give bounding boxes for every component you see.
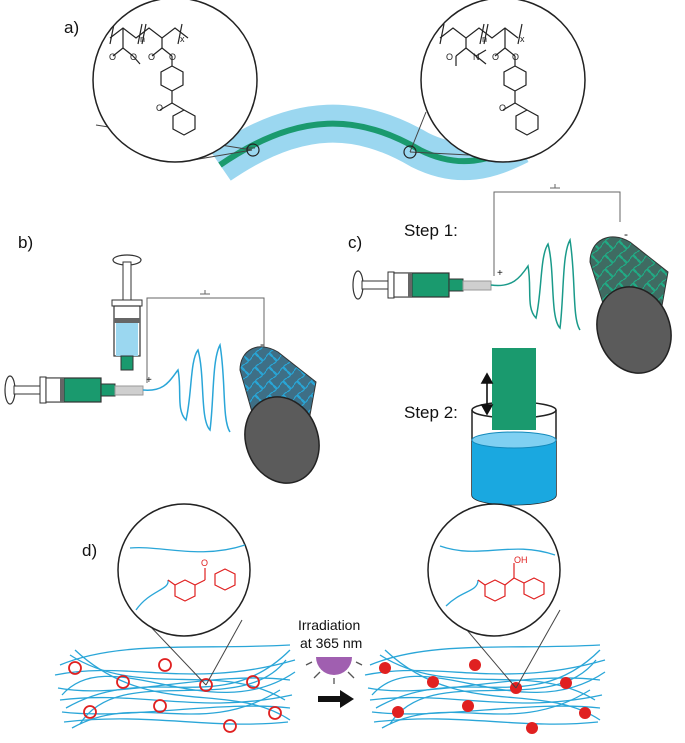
- dip-beaker: [471, 348, 557, 506]
- collector-drum-b: [239, 346, 320, 484]
- panel-label-c: c): [348, 233, 362, 252]
- panel-label-d: d): [82, 541, 97, 560]
- zoom-circle-left: O O O O O n x: [92, 0, 258, 163]
- panel-label-b: b): [18, 233, 33, 252]
- electrode-plus-c: +: [497, 268, 503, 279]
- electrode-minus-b: -: [260, 337, 264, 351]
- irradiation-line2: at 365 nm: [300, 635, 362, 651]
- zoom-marker-right: [403, 145, 417, 159]
- vertical-syringe: [111, 254, 143, 371]
- chem-o-4: O: [169, 52, 176, 62]
- sub-x-right: x: [520, 34, 525, 44]
- chem-o-8: O: [512, 52, 519, 62]
- fiber-mesh-left: [54, 644, 296, 729]
- circuit-wire-b: [146, 290, 265, 383]
- zoom-circle-d-right: OH: [427, 503, 561, 637]
- electrode-minus-c: -: [624, 227, 628, 241]
- chem-o-2: O: [130, 52, 137, 62]
- zoom-circle-d-left: O: [117, 503, 251, 637]
- chem-o-red: O: [201, 558, 208, 568]
- chem-o-5: O: [156, 103, 163, 113]
- zoom-marker-left: [246, 143, 260, 157]
- step-2-label: Step 2:: [404, 403, 458, 422]
- irradiation-line1: Irradiation: [298, 617, 360, 633]
- horizontal-syringe-b: [4, 375, 144, 405]
- horizontal-syringe-c: [352, 270, 492, 300]
- chem-o-9: O: [499, 103, 506, 113]
- chem-o-6: O: [446, 52, 453, 62]
- electrode-plus-b: +: [146, 375, 152, 386]
- sub-n-left: n: [140, 34, 145, 44]
- panel-label-a: a): [64, 18, 79, 37]
- collector-drum-c: [589, 236, 672, 374]
- step-1-label: Step 1:: [404, 221, 458, 240]
- photoinitiator-open-markers: [68, 658, 282, 733]
- jet-spiral-b: [142, 342, 231, 433]
- uv-lamp-icon: [305, 657, 363, 684]
- process-arrow-icon: [318, 690, 354, 708]
- chem-o-1: O: [109, 52, 116, 62]
- jet-spiral-c: [490, 237, 581, 331]
- chem-n-1: N: [473, 52, 480, 62]
- sub-n-right: n: [482, 34, 487, 44]
- chem-oh-red: OH: [514, 555, 528, 565]
- dip-arrow: [480, 372, 494, 416]
- sub-x-left: x: [180, 34, 185, 44]
- chem-o-7: O: [492, 52, 499, 62]
- crosslink-filled-markers: [379, 659, 591, 734]
- circuit-wire-c: [493, 184, 621, 276]
- zoom-circle-right: O N O O O n x: [420, 0, 586, 163]
- chem-o-3: O: [148, 52, 155, 62]
